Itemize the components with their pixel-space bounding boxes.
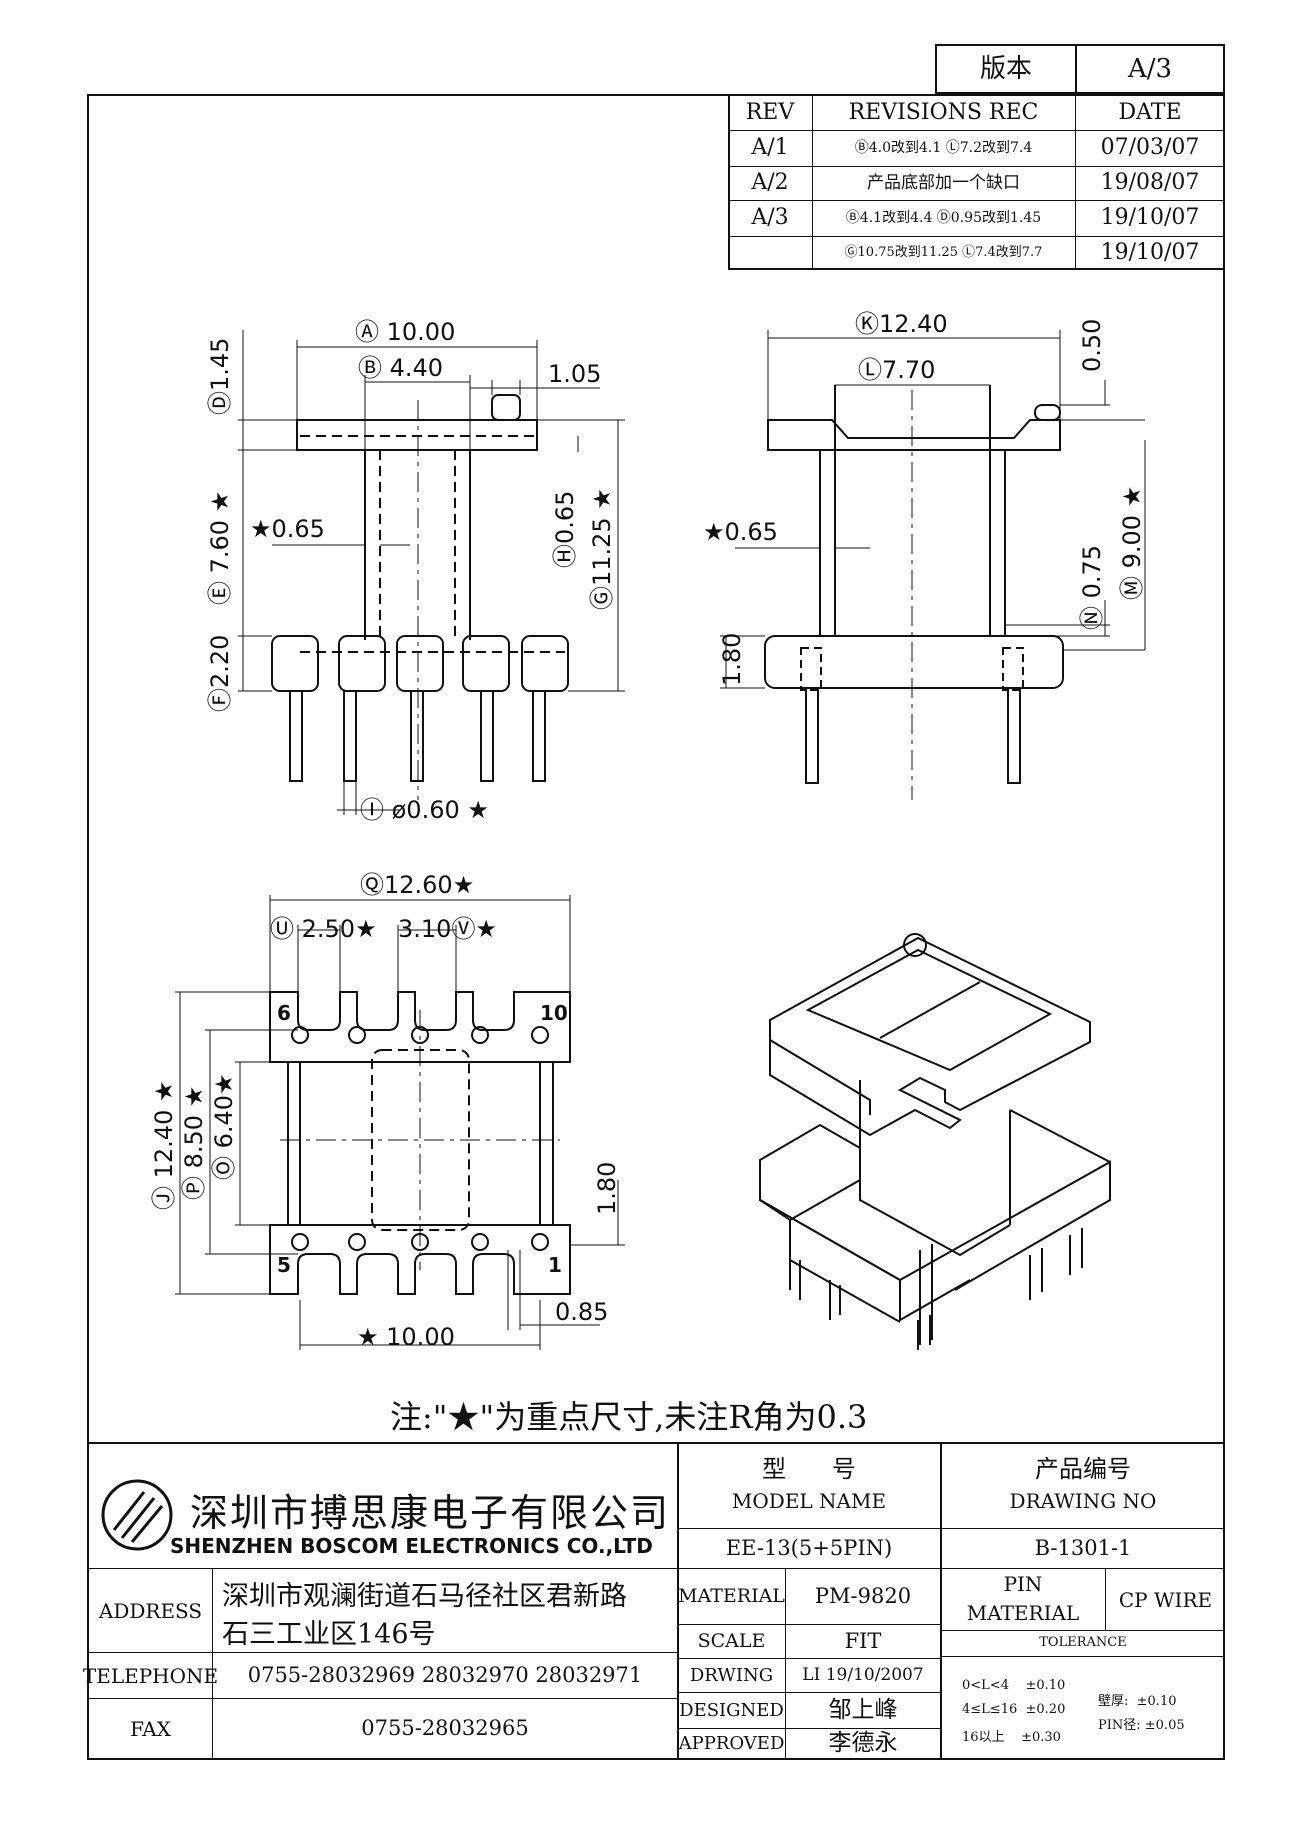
dim-d: Ⓓ1.45 [206,338,234,415]
dim-065-front: ★0.65 [250,515,325,543]
company-name-cn: 深圳市搏思康电子有限公司 [190,1491,671,1535]
dim-q: Ⓠ12.60★ [360,871,474,899]
revision-rec: Ⓖ10.75改到11.25 Ⓛ7.4改到7.7 [844,245,1043,261]
revision-date: 07/03/07 [1100,135,1200,161]
version-value: A/3 [1127,53,1173,84]
dim-085: 0.85 [555,1298,608,1326]
dim-b: Ⓑ 4.40 [358,354,443,382]
pin-label: 5 [277,1253,291,1277]
pin-material-value: CP WIRE [1118,1587,1213,1612]
pin-material-label-2: MATERIAL [966,1601,1080,1625]
dim-m: Ⓜ 9.00 ★ [1118,486,1146,600]
pin-label: 10 [540,1001,568,1025]
revision-rec: Ⓑ4.1改到4.4 Ⓓ0.95改到1.45 [845,209,1042,226]
model-name-en: MODEL NAME [731,1489,887,1513]
tolerance-row-3: 16以上 ±0.30 [962,1730,1061,1745]
tolerance-row-2: 4≤L≤16 ±0.20 [962,1702,1066,1717]
scale-label: SCALE [697,1630,766,1653]
dim-k: Ⓚ12.40 [855,310,948,338]
approved-value: 李德永 [828,1730,898,1757]
model-name-cn: 型 号 [762,1454,856,1483]
dim-065-side: ★0.65 [703,518,778,546]
drawing-date: LI 19/10/2007 [802,1665,924,1686]
pin-label: 1 [548,1253,562,1277]
revision-table [728,94,1225,270]
designed-value: 邹上峰 [828,1696,898,1723]
dim-180-side: 1.80 [718,633,746,686]
material-value: PM-9820 [814,1583,912,1608]
designed-label: DESIGNED [679,1699,784,1721]
model-value: EE-13(5+5PIN) [725,1535,893,1560]
dim-i: Ⓘ ø0.60 ★ [360,796,489,824]
dim-1000-bottom: ★ 10.00 [357,1323,455,1351]
revision-date: 19/10/07 [1100,205,1200,231]
drawing-border [87,94,1225,1760]
fax-label: FAX [130,1717,171,1741]
company-name-en: SHENZHEN BOSCOM ELECTRONICS CO.,LTD [170,1534,653,1558]
telephone-value: 0755-28032969 28032970 28032971 [247,1662,643,1687]
dim-v: 3.10Ⓥ★ [398,915,497,943]
side-view [764,385,1064,800]
bottom-dimensions [175,895,625,1350]
dim-l: Ⓛ7.70 [858,356,935,384]
front-view [271,394,569,800]
dim-u: Ⓤ 2.50★ [270,915,377,943]
dim-n: Ⓝ 0.75 [1078,545,1106,630]
revision-rev: A/3 [751,205,789,231]
revision-rec: 产品底部加一个缺口 [867,173,1020,194]
dim-h: Ⓗ0.65 [551,491,579,568]
telephone-label: TELEPHONE [82,1663,219,1688]
revision-date: 19/08/07 [1100,170,1200,196]
dim-105: 1.05 [548,360,601,388]
drawing-no-cn: 产品编号 [1035,1454,1131,1483]
wall-tolerance: 壁厚: ±0.10 [1098,1694,1177,1709]
side-dimensions [720,330,1146,689]
dim-f: Ⓕ2.20 [206,635,234,712]
drawing-no-value: B-1301-1 [1034,1535,1132,1560]
dim-a: Ⓐ 10.00 [355,318,455,346]
fax-value: 0755-28032965 [361,1716,529,1741]
dim-e: Ⓔ 7.60 ★ [206,491,234,605]
version-box [935,44,1225,94]
material-label: MATERIAL [678,1585,785,1608]
drawing-no-en: DRAWING NO [1009,1489,1157,1513]
address-line2: 石三工业区146号 [222,1619,436,1650]
drawing-label: DRWING [689,1664,774,1686]
revision-rev: A/1 [751,135,789,161]
approved-label: APPROVED [678,1733,785,1755]
dim-j: Ⓙ 12.40 ★ [150,1081,178,1210]
address-label: ADDRESS [98,1599,203,1623]
tolerance-row-1: 0<L<4 ±0.10 [962,1678,1066,1693]
revision-date: 19/10/07 [1100,240,1200,266]
revision-rev: A/2 [751,170,789,196]
revision-header-date: DATE [1118,99,1182,125]
dim-180-bottom: 1.80 [593,1162,621,1215]
pin-label: 6 [277,1001,291,1025]
address-line1: 深圳市观澜街道石马径社区君新路 [222,1581,627,1612]
dim-g: Ⓖ11.25 ★ [588,488,616,610]
dim-o: Ⓞ 6.40★ [210,1073,238,1180]
front-dimensions [238,330,625,815]
technical-drawing: Ⓐ 10.00 Ⓑ 4.40 1.05 Ⓓ1.45 Ⓔ 7.60 ★ ★0.65… [150,310,1146,1351]
revision-header-rev: REV [745,99,795,125]
dim-050: 0.50 [1078,319,1106,372]
version-label: 版本 [979,53,1032,84]
dim-p: Ⓟ 8.50 ★ [180,1086,208,1200]
company-logo [101,1479,173,1551]
revision-header-rec: REVISIONS REC [848,99,1039,125]
revision-rec: Ⓑ4.0改到4.1 Ⓛ7.2改到7.4 [854,139,1033,156]
bottom-view [269,991,571,1295]
isometric-view [759,933,1111,1350]
pin-material-label-1: PIN [1003,1572,1043,1596]
note-text: 注:"★"为重点尺寸,未注R角为0.3 [390,1398,868,1436]
tolerance-label: TOLERANCE [1039,1635,1127,1651]
scale-value: FIT [844,1628,882,1653]
pin-dia-tolerance: PIN径: ±0.05 [1098,1718,1185,1733]
